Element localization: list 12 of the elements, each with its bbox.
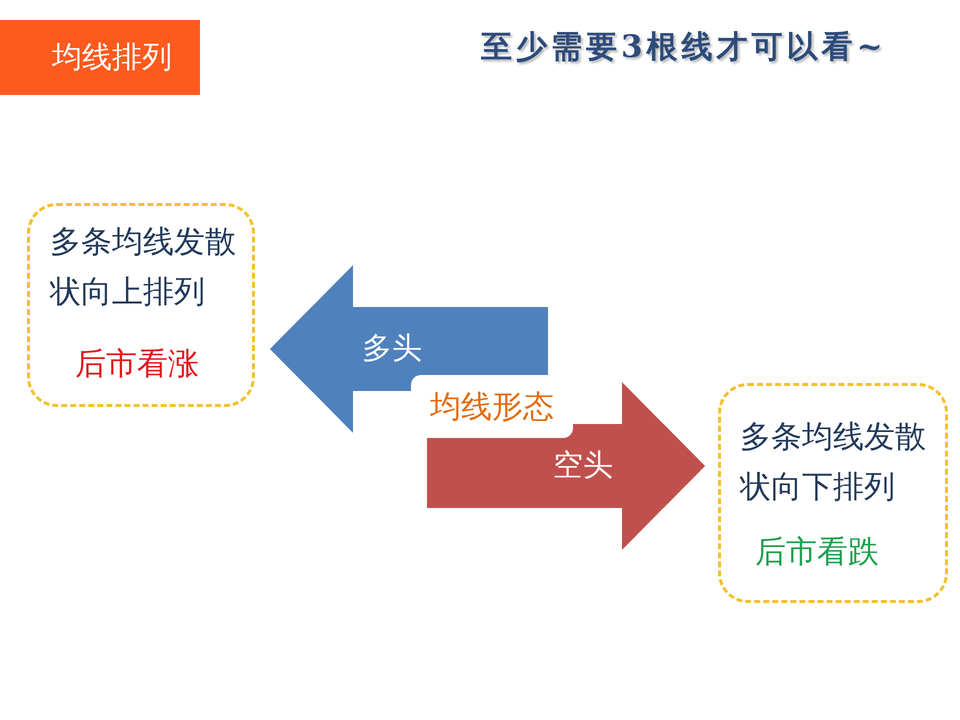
description-text: 多条均线发散状向下排列 xyxy=(740,418,927,507)
description-text: 多条均线发散状向上排列 xyxy=(50,223,237,312)
outlook-text: 后市看跌 xyxy=(755,533,879,572)
note-text: 至少需要3根线才可以看~ xyxy=(481,28,887,67)
center-label: 均线形态 xyxy=(430,388,554,426)
block-arrow xyxy=(270,265,548,433)
title-banner: 均线排列 xyxy=(0,20,200,95)
edge-label: 空头 xyxy=(553,448,613,484)
outlook-text: 后市看涨 xyxy=(75,345,199,384)
dashed-rounded-box xyxy=(27,203,255,407)
dashed-rounded-box xyxy=(718,383,948,603)
edge-label: 多头 xyxy=(362,331,422,367)
